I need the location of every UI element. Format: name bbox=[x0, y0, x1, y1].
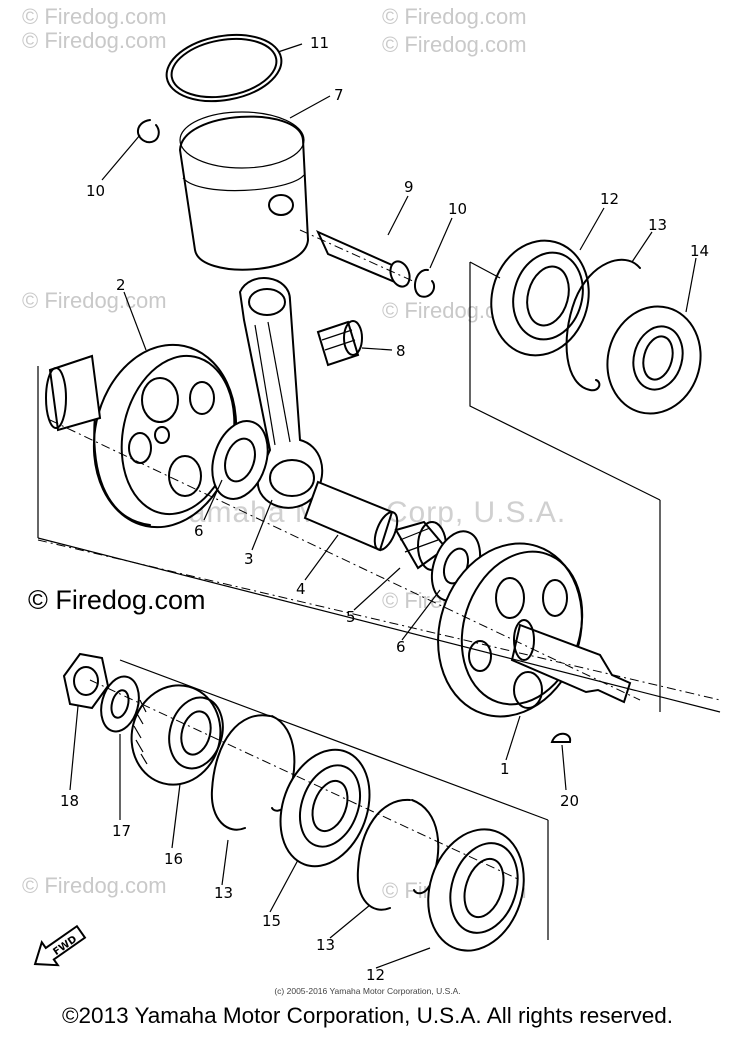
callout-label: 13 bbox=[214, 884, 233, 902]
crank-pin-part bbox=[303, 480, 399, 552]
circlip-part bbox=[356, 798, 440, 911]
callout-label: 10 bbox=[448, 200, 467, 218]
left-crank-wheel-part bbox=[45, 343, 238, 529]
callout-label: 13 bbox=[316, 936, 335, 954]
thrust-washer-part bbox=[211, 420, 269, 500]
callout-label: 6 bbox=[194, 522, 204, 540]
callout-label: 14 bbox=[690, 242, 709, 260]
small-copyright-text: (c) 2005-2016 Yamaha Motor Corporation, … bbox=[274, 986, 461, 996]
firedog-watermark-main: © Firedog.com bbox=[28, 585, 206, 615]
callout-label: 6 bbox=[396, 638, 406, 656]
callout-label: 16 bbox=[164, 850, 183, 868]
callout-label: 7 bbox=[334, 86, 344, 104]
nut-part bbox=[62, 652, 110, 710]
firedog-watermark: © Firedog.com bbox=[22, 4, 167, 29]
circlip-part bbox=[413, 268, 436, 298]
callout-label: 12 bbox=[600, 190, 619, 208]
piston-pin-part bbox=[315, 230, 411, 288]
callout-label: 8 bbox=[396, 342, 406, 360]
leader-lines bbox=[69, 43, 697, 969]
callout-label: 3 bbox=[244, 550, 254, 568]
callout-label: 9 bbox=[404, 178, 414, 196]
callout-label: 10 bbox=[86, 182, 105, 200]
callout-label: 5 bbox=[346, 608, 356, 626]
woodruff-key-part bbox=[550, 732, 572, 743]
firedog-watermark: © Firedog.com bbox=[22, 288, 167, 313]
firedog-watermark: © Firedog.com bbox=[22, 28, 167, 53]
callout-label: 13 bbox=[648, 216, 667, 234]
callout-label: 2 bbox=[116, 276, 126, 294]
fwd-arrow-icon: FWD bbox=[33, 924, 87, 967]
oil-seal-part bbox=[279, 748, 371, 868]
callout-label: 15 bbox=[262, 912, 281, 930]
right-crank-wheel-part bbox=[437, 542, 632, 718]
callout-label: 11 bbox=[310, 34, 329, 52]
callout-label: 17 bbox=[112, 822, 131, 840]
piston-ring-part bbox=[165, 33, 283, 103]
firedog-watermark: © Firedog.com bbox=[382, 32, 527, 57]
circlip-part bbox=[137, 119, 160, 144]
bearing-part bbox=[427, 828, 525, 952]
callout-label: 12 bbox=[366, 966, 385, 984]
callout-label: 18 bbox=[60, 792, 79, 810]
assembly-guide-lines bbox=[37, 229, 721, 940]
circlip-part bbox=[565, 258, 641, 392]
callout-labels: 11 7 10 9 10 12 13 14 2 8 6 3 4 5 6 1 18… bbox=[60, 34, 709, 984]
small-end-bearing-part bbox=[316, 320, 363, 367]
oil-seal-part bbox=[606, 305, 702, 415]
callout-label: 20 bbox=[560, 792, 579, 810]
firedog-watermark: © Firedog.com bbox=[22, 873, 167, 898]
bearing-part bbox=[490, 239, 590, 357]
callout-label: 4 bbox=[296, 580, 306, 598]
lock-washer-part bbox=[100, 675, 140, 733]
firedog-watermark: © Firedog.com bbox=[382, 4, 527, 29]
copyright-text: ©2013 Yamaha Motor Corporation, U.S.A. A… bbox=[61, 1003, 674, 1028]
piston-part bbox=[178, 111, 310, 271]
callout-label: 1 bbox=[500, 760, 510, 778]
